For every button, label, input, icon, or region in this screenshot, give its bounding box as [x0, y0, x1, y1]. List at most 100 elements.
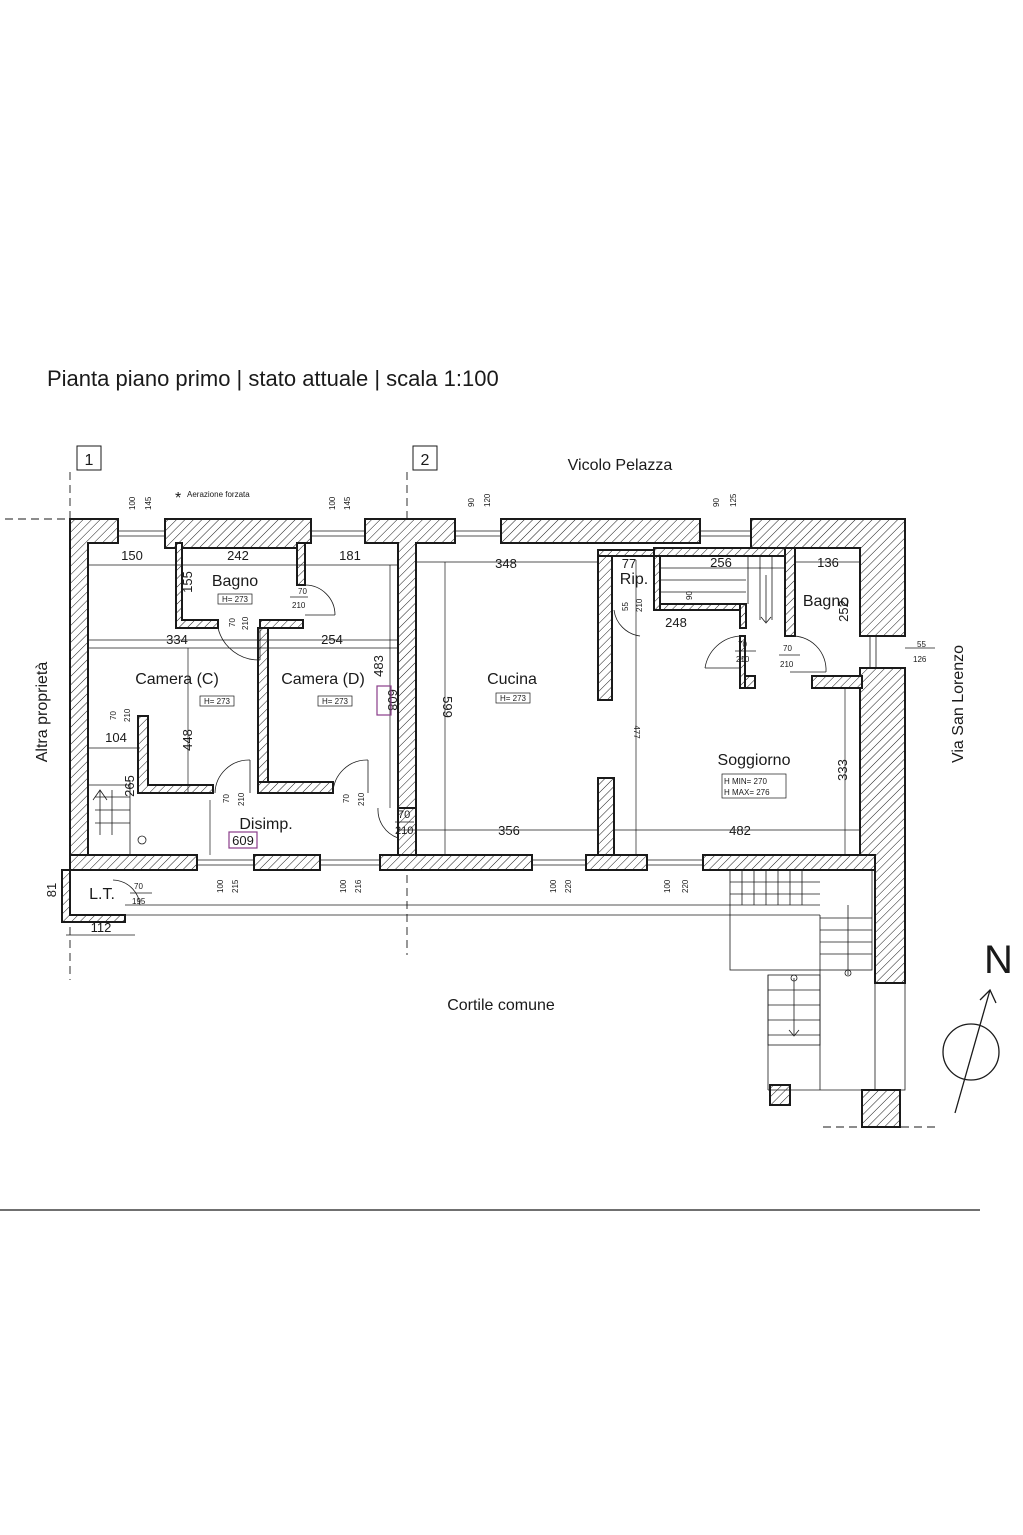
height-tag-bagno: H= 273 [217, 593, 253, 605]
svg-text:1: 1 [85, 452, 94, 469]
dim-477: 477 [632, 725, 641, 739]
svg-text:100: 100 [128, 496, 137, 510]
dim-599: 599 [440, 696, 455, 718]
window-annotation-4: 90 125 [712, 493, 738, 507]
dim-448: 448 [180, 729, 195, 751]
dim-104: 104 [105, 730, 127, 745]
svg-text:H= 273: H= 273 [222, 595, 249, 604]
dim-483: 483 [371, 655, 386, 677]
svg-text:210: 210 [395, 825, 413, 837]
room-label-bagno: Bagno [212, 573, 258, 590]
dim-608: 608 [385, 689, 400, 711]
svg-text:90: 90 [712, 498, 721, 507]
west-neighbour-label: Altra proprietà [34, 662, 51, 763]
staircase-rip [660, 556, 785, 624]
room-label-cucina: Cucina [487, 671, 537, 688]
svg-text:70: 70 [134, 882, 143, 891]
room-label-lt: L.T. [89, 886, 115, 903]
svg-text:70: 70 [298, 587, 307, 596]
dim-155: 155 [180, 571, 195, 593]
door-annotation-rip: 55 210 [621, 598, 644, 612]
svg-text:70: 70 [738, 640, 747, 649]
svg-text:55: 55 [917, 640, 926, 649]
svg-text:70: 70 [109, 711, 118, 720]
svg-text:H MAX= 276: H MAX= 276 [724, 788, 770, 797]
room-label-camera-d: Camera (D) [281, 671, 365, 688]
svg-text:210: 210 [241, 616, 250, 630]
street-north-label: Vicolo Pelazza [568, 457, 673, 474]
dim-136: 136 [817, 555, 839, 570]
dim-150: 150 [121, 548, 143, 563]
svg-text:90: 90 [685, 591, 694, 600]
window-annotation-1: 100 145 [128, 496, 153, 510]
svg-text:70: 70 [342, 794, 351, 803]
svg-text:70: 70 [783, 644, 792, 653]
svg-text:100: 100 [549, 879, 558, 893]
svg-text:210: 210 [357, 792, 366, 806]
svg-text:220: 220 [681, 879, 690, 893]
svg-text:125: 125 [729, 493, 738, 507]
door-annotation-camera-c-side: 70 210 [109, 708, 132, 722]
svg-text:70: 70 [398, 809, 410, 821]
room-label-ripostiglio: Rip. [620, 571, 648, 588]
svg-text:210: 210 [123, 708, 132, 722]
window-annotation-east: 55 126 [913, 640, 927, 664]
grid-marker-1: 1 [76, 445, 102, 471]
window-lines [88, 530, 877, 866]
svg-text:145: 145 [343, 496, 352, 510]
svg-text:90: 90 [467, 498, 476, 507]
door-annotation-lt: 70 195 [130, 882, 152, 906]
room-label-soggiorno: Soggiorno [718, 752, 791, 769]
svg-text:215: 215 [231, 879, 240, 893]
dim-254: 254 [321, 632, 343, 647]
street-east-label: Via San Lorenzo [950, 645, 967, 763]
window-annotation-south-2: 100 216 [339, 879, 363, 893]
door-annotation-entry: 70 210 [395, 809, 414, 837]
grid-marker-2: 2 [412, 445, 438, 471]
window-annotation-south-1: 100 215 [216, 879, 240, 893]
svg-text:100: 100 [328, 496, 337, 510]
dim-112: 112 [91, 920, 112, 935]
dim-265: 265 [122, 775, 137, 797]
svg-text:210: 210 [635, 598, 644, 612]
dimension-labels: 150 242 181 348 77 256 136 155 334 254 2… [44, 548, 851, 935]
dim-333: 333 [835, 759, 850, 781]
svg-text:210: 210 [237, 792, 246, 806]
dim-248: 248 [665, 615, 687, 630]
staircase-west [88, 747, 147, 855]
dim-81: 81 [44, 883, 59, 897]
svg-text:126: 126 [913, 655, 927, 664]
svg-text:220: 220 [564, 879, 573, 893]
room-label-camera-c: Camera (C) [135, 671, 219, 688]
dim-482: 482 [729, 823, 751, 838]
window-annotation-south-4: 100 220 [663, 879, 690, 893]
note-asterisk: * [175, 490, 181, 507]
door-annotation-soggiorno: 70 210 [735, 640, 756, 664]
staircase-main [729, 869, 906, 1091]
courtyard-label: Cortile comune [447, 997, 555, 1014]
svg-text:2: 2 [421, 452, 430, 469]
dimension-lines [66, 560, 935, 936]
height-tag-soggiorno: H MIN= 270 H MAX= 276 [721, 773, 787, 799]
svg-text:H= 273: H= 273 [204, 697, 231, 706]
svg-text:H= 273: H= 273 [500, 694, 527, 703]
svg-text:210: 210 [736, 655, 750, 664]
svg-text:195: 195 [132, 897, 146, 906]
dim-181: 181 [339, 548, 361, 563]
stair-annotation-rip: 90 [685, 591, 694, 600]
svg-text:100: 100 [663, 879, 672, 893]
window-annotation-3: 90 120 [467, 493, 492, 507]
page-title: Pianta piano primo | stato attuale | sca… [47, 366, 499, 391]
height-tag-camera-c: H= 273 [199, 695, 235, 707]
dim-356: 356 [498, 823, 520, 838]
height-tag-camera-d: H= 273 [317, 695, 353, 707]
svg-text:100: 100 [216, 879, 225, 893]
svg-text:70: 70 [228, 618, 237, 627]
inner-walls [137, 542, 863, 856]
window-annotation-south-3: 100 220 [549, 879, 573, 893]
window-annotation-2: 100 145 [328, 496, 352, 510]
svg-text:100: 100 [339, 879, 348, 893]
dim-334: 334 [166, 632, 188, 647]
svg-text:145: 145 [144, 496, 153, 510]
door-annotation-camera-d: 70 210 [342, 792, 366, 806]
